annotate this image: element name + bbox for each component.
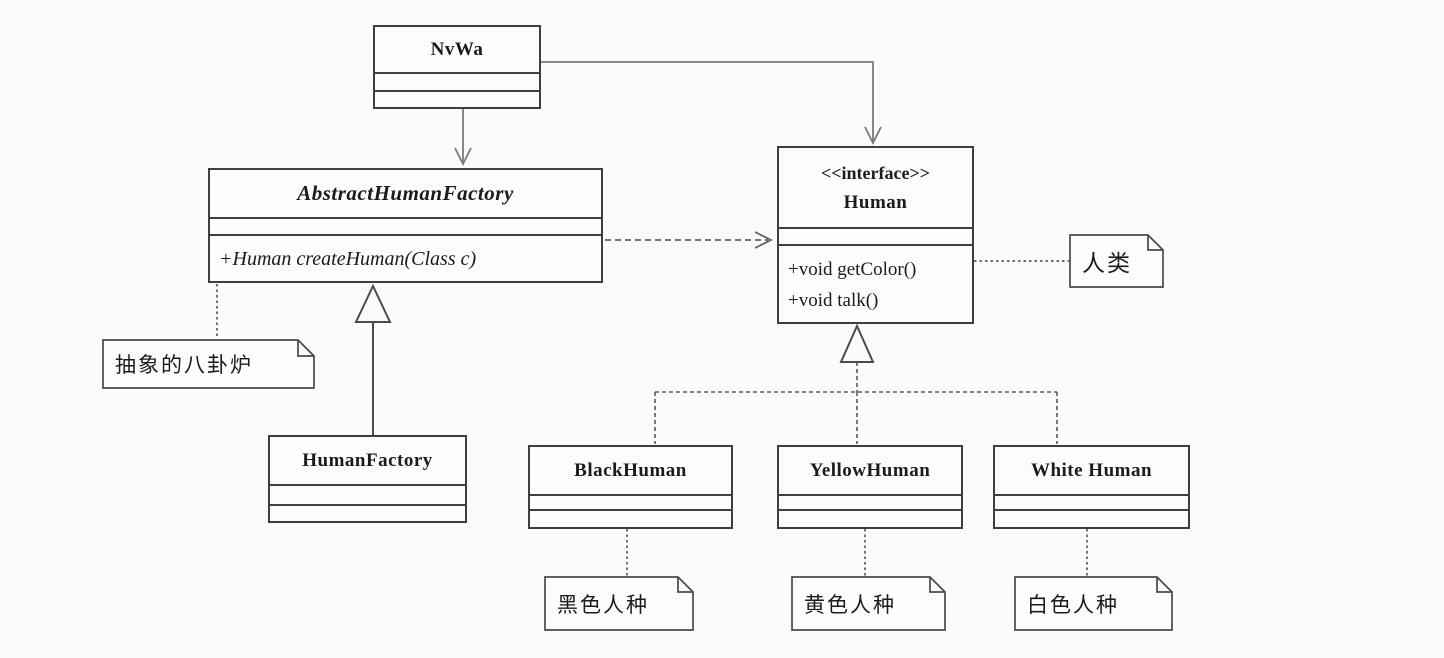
class-box-yellowhuman: YellowHuman xyxy=(777,445,963,529)
attributes-compartment-human xyxy=(779,227,972,244)
methods-compartment-humanfactory xyxy=(270,504,465,521)
dependency-abstracthumanfactory-to-human xyxy=(605,231,773,249)
interface-stereotype: <<interface>> xyxy=(821,162,930,183)
realization-subclasses-to-human xyxy=(654,323,1058,444)
class-name-text: HumanFactory xyxy=(302,449,433,471)
attributes-compartment-yellowhuman xyxy=(779,494,961,509)
class-name-text: BlackHuman xyxy=(574,459,687,481)
class-name-text: Human xyxy=(843,191,908,213)
methods-compartment-human: +void getColor() +void talk() xyxy=(779,244,972,322)
class-name-humanfactory: HumanFactory xyxy=(270,437,465,484)
class-name-abstracthumanfactory: AbstractHumanFactory xyxy=(210,170,601,217)
class-box-abstracthumanfactory: AbstractHumanFactory +Human createHuman(… xyxy=(208,168,603,283)
class-box-nvwa: NvWa xyxy=(373,25,541,109)
note-shape-yellow-race xyxy=(791,576,946,631)
note-yellow-race: 黄色人种 xyxy=(804,592,896,617)
class-name-blackhuman: BlackHuman xyxy=(530,447,731,494)
class-name-whitehuman: White Human xyxy=(995,447,1188,494)
attributes-compartment-blackhuman xyxy=(530,494,731,509)
method-createhuman: +Human createHuman(Class c) xyxy=(219,248,477,270)
method-getcolor: +void getColor() xyxy=(788,259,917,280)
methods-compartment-yellowhuman xyxy=(779,509,961,527)
class-name-yellowhuman: YellowHuman xyxy=(779,447,961,494)
class-box-blackhuman: BlackHuman xyxy=(528,445,733,529)
class-name-text: YellowHuman xyxy=(809,459,931,481)
note-shape-black-race xyxy=(544,576,694,631)
attributes-compartment-whitehuman xyxy=(995,494,1188,509)
note-shape-human xyxy=(1069,234,1164,288)
class-name-text: White Human xyxy=(1030,459,1153,481)
methods-compartment-abstracthumanfactory: +Human createHuman(Class c) xyxy=(210,234,601,281)
methods-compartment-whitehuman xyxy=(995,509,1188,527)
class-name-text: NvWa xyxy=(430,38,484,60)
arrow-nvwa-to-abstracthumanfactory xyxy=(454,109,472,167)
methods-compartment-nvwa xyxy=(375,90,539,107)
note-connectors xyxy=(216,260,1088,576)
arrow-nvwa-to-human xyxy=(541,61,882,146)
note-shape-abstract-furnace xyxy=(102,339,315,389)
class-name-nvwa: NvWa xyxy=(375,27,539,72)
note-human: 人类 xyxy=(1082,251,1132,276)
note-white-race: 白色人种 xyxy=(1027,592,1119,617)
attributes-compartment-abstracthumanfactory xyxy=(210,217,601,234)
class-box-human: <<interface>> Human +void getColor() +vo… xyxy=(777,146,974,324)
attributes-compartment-humanfactory xyxy=(270,484,465,504)
class-box-whitehuman: White Human xyxy=(993,445,1190,529)
note-shape-white-race xyxy=(1014,576,1173,631)
method-talk: +void talk() xyxy=(788,290,879,311)
note-black-race: 黑色人种 xyxy=(557,592,649,617)
note-shapes xyxy=(102,234,1173,631)
class-box-humanfactory: HumanFactory xyxy=(268,435,467,523)
class-name-human: <<interface>> Human xyxy=(779,148,972,227)
note-abstract-furnace: 抽象的八卦炉 xyxy=(115,353,253,377)
generalization-humanfactory-to-abstracthumanfactory xyxy=(354,283,392,435)
attributes-compartment-nvwa xyxy=(375,72,539,90)
class-name-text: AbstractHumanFactory xyxy=(297,181,514,205)
methods-compartment-blackhuman xyxy=(530,509,731,527)
